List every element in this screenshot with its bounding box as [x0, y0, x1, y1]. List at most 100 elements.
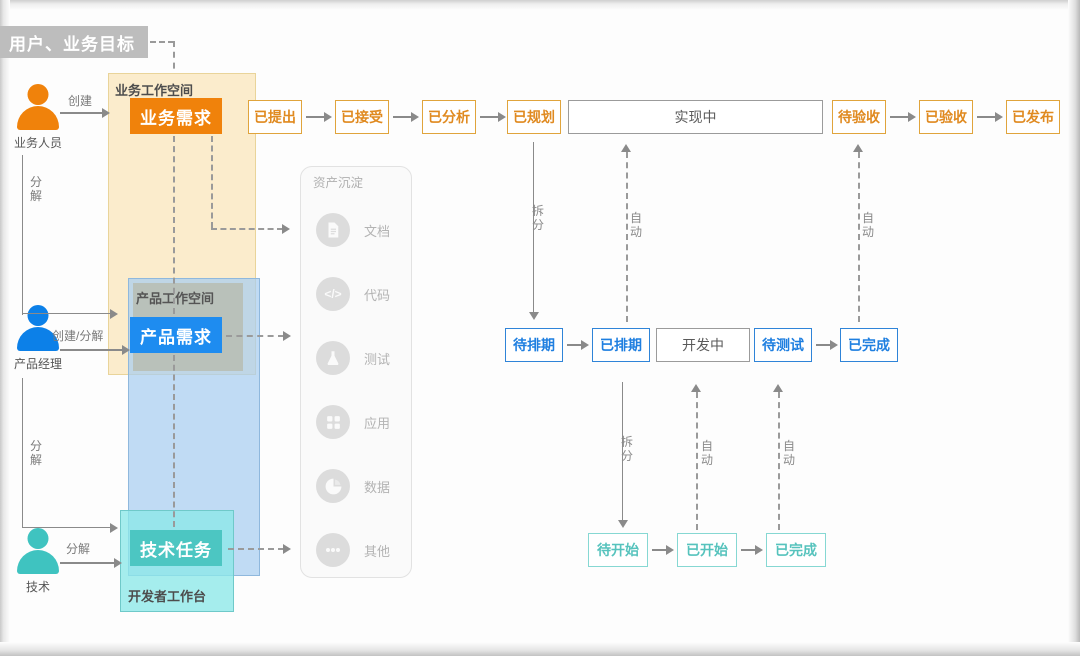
arrow-business-2-3	[480, 112, 506, 122]
avatar-tech	[15, 528, 61, 574]
document-icon	[316, 213, 350, 247]
arrow-product-0-1	[567, 340, 589, 350]
arrow-business-6-7	[977, 112, 1003, 122]
label-split-tech: 分解	[66, 542, 91, 556]
asset-item-document-label: 文档	[364, 223, 391, 239]
connector-auto-3-arrowhead	[691, 384, 701, 392]
dash-business-asset-arrowhead	[282, 224, 290, 234]
label-create-business: 创建	[68, 94, 93, 108]
state-business-2[interactable]: 已分析	[422, 100, 476, 134]
state-product-1[interactable]: 已排期	[592, 328, 650, 362]
connector-auto-4-arrowhead	[773, 384, 783, 392]
connector-split-product-vertical	[622, 382, 623, 522]
banner-dash-vertical	[173, 41, 175, 101]
chip-business-requirement[interactable]: 业务需求	[130, 98, 222, 134]
connector-split-business-arrowhead	[529, 312, 539, 320]
workspace-business-title: 业务工作空间	[115, 83, 194, 98]
dash-product-asset-arrowhead	[283, 331, 291, 341]
asset-item-code[interactable]: </> 代码	[316, 272, 408, 316]
connector-auto-2-arrowhead	[853, 144, 863, 152]
asset-item-test[interactable]: 测试	[316, 336, 408, 380]
flask-icon	[316, 341, 350, 375]
asset-item-other[interactable]: 其他	[316, 528, 408, 572]
elbow-product-split-arrowhead	[110, 523, 118, 533]
dash-business-asset-horizontal	[211, 228, 283, 230]
state-product-0[interactable]: 待排期	[505, 328, 563, 362]
elbow-product-split-horizontal	[22, 527, 112, 528]
asset-panel-title: 资产沉淀	[313, 176, 364, 190]
dash-business-asset-vertical	[211, 136, 213, 228]
arrow-split-tech	[60, 558, 122, 568]
actor-tech: 技术	[6, 528, 70, 595]
dash-product-to-tech	[173, 355, 175, 527]
connector-auto-1-vertical	[626, 152, 628, 322]
actor-business-person-label: 业务人员	[13, 136, 62, 150]
asset-item-data[interactable]: 数据	[316, 464, 408, 508]
label-split-product: 分解	[30, 439, 43, 467]
label-split-business-to-product: 拆分	[531, 204, 544, 232]
arrow-business-5-6	[890, 112, 916, 122]
apps-grid-icon	[316, 405, 350, 439]
label-auto-1: 自动	[629, 211, 642, 239]
goal-banner: 用户、业务目标	[0, 26, 148, 58]
label-split-product-to-tech: 拆分	[620, 435, 633, 463]
elbow-business-split-arrowhead	[110, 309, 118, 319]
arrow-business-0-1	[306, 112, 332, 122]
code-icon: </>	[316, 277, 350, 311]
state-tech-2[interactable]: 已完成	[766, 533, 826, 567]
elbow-product-split-vertical	[22, 378, 23, 528]
asset-item-data-label: 数据	[364, 479, 391, 495]
label-split-business: 分解	[30, 175, 43, 203]
elbow-business-split-vertical	[22, 155, 23, 315]
connector-auto-3-vertical	[696, 392, 698, 530]
state-product-developing[interactable]: 开发中	[656, 328, 750, 362]
dash-tech-asset-arrowhead	[283, 544, 291, 554]
asset-item-other-label: 其他	[364, 543, 391, 559]
label-auto-4: 自动	[782, 439, 795, 467]
page-edge-right	[1068, 0, 1080, 656]
chip-technical-task[interactable]: 技术任务	[130, 530, 222, 566]
label-auto-2: 自动	[861, 211, 874, 239]
state-product-4[interactable]: 已完成	[840, 328, 898, 362]
state-business-0[interactable]: 已提出	[248, 100, 302, 134]
chip-product-requirement[interactable]: 产品需求	[130, 317, 222, 353]
state-tech-1[interactable]: 已开始	[677, 533, 737, 567]
arrow-create-product	[60, 345, 130, 355]
label-create-product: 创建/分解	[52, 329, 104, 343]
arrow-tech-0-1	[652, 545, 674, 555]
connector-auto-4-vertical	[778, 392, 780, 530]
state-business-1[interactable]: 已接受	[335, 100, 389, 134]
state-business-7[interactable]: 已发布	[1006, 100, 1060, 134]
asset-item-test-label: 测试	[364, 351, 391, 367]
state-business-6[interactable]: 已验收	[919, 100, 973, 134]
page-edge-top	[0, 0, 1080, 10]
connector-split-business-vertical	[533, 142, 534, 314]
state-business-implementing[interactable]: 实现中	[568, 100, 823, 134]
arrow-create-business	[60, 108, 110, 118]
workspace-product-title: 产品工作空间	[136, 291, 215, 306]
avatar-product-manager	[15, 305, 61, 351]
dash-tech-asset	[228, 548, 284, 550]
banner-dash-horizontal	[150, 41, 174, 43]
asset-item-document[interactable]: 文档	[316, 208, 408, 252]
workspace-dev-title: 开发者工作台	[128, 589, 207, 604]
page-edge-bottom	[0, 642, 1080, 656]
asset-item-app[interactable]: 应用	[316, 400, 408, 444]
actor-tech-label: 技术	[25, 580, 50, 594]
connector-auto-1-arrowhead	[621, 144, 631, 152]
pie-chart-icon	[316, 469, 350, 503]
state-tech-0[interactable]: 待开始	[588, 533, 648, 567]
actor-business-person: 业务人员	[6, 84, 70, 151]
connector-split-product-arrowhead	[618, 520, 628, 528]
avatar-business-person	[15, 84, 61, 130]
arrow-tech-1-2	[741, 545, 763, 555]
arrow-product-3-4	[816, 340, 838, 350]
label-auto-3: 自动	[700, 439, 713, 467]
state-business-5[interactable]: 待验收	[832, 100, 886, 134]
actor-product-manager: 产品经理	[6, 305, 70, 372]
dash-business-to-product	[173, 136, 175, 314]
state-product-3[interactable]: 待测试	[754, 328, 812, 362]
connector-auto-2-vertical	[858, 152, 860, 322]
state-business-3[interactable]: 已规划	[507, 100, 561, 134]
